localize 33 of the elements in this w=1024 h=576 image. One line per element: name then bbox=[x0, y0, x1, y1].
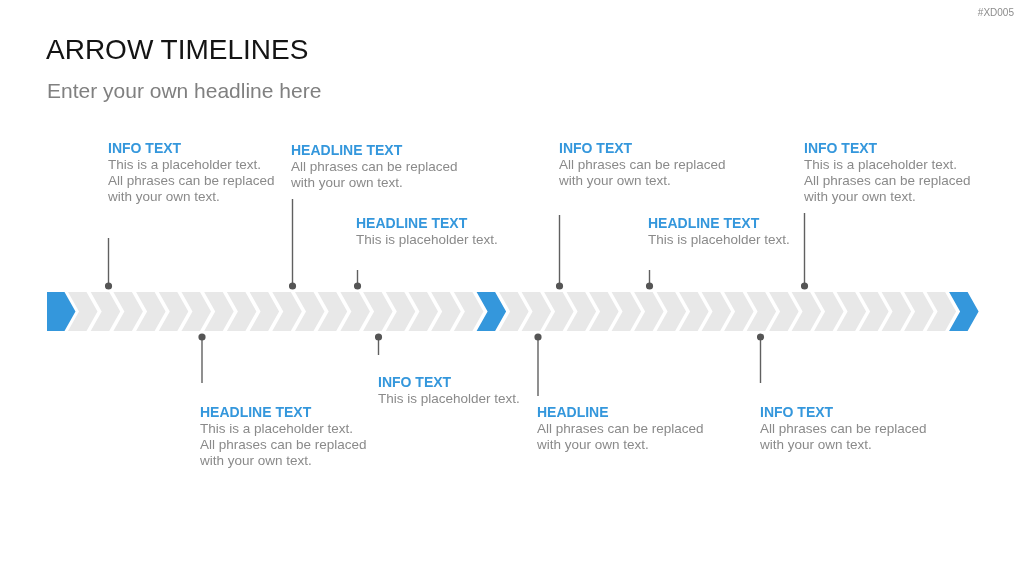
callout-heading: INFO TEXT bbox=[760, 404, 834, 420]
slide-subtitle: Enter your own headline here bbox=[47, 78, 322, 104]
leader-line bbox=[534, 333, 542, 397]
leader-line bbox=[555, 214, 564, 290]
callout-heading: HEADLINE TEXT bbox=[291, 142, 403, 158]
callout-heading: HEADLINE TEXT bbox=[200, 404, 312, 420]
callout-text: All phrases can be replaced with your own text. bbox=[291, 159, 459, 191]
leader-line bbox=[645, 269, 654, 290]
callout-text: This is placeholder text. bbox=[356, 232, 498, 248]
leader-line bbox=[104, 237, 113, 290]
callout-heading: HEADLINE TEXT bbox=[356, 215, 468, 231]
callout-heading: INFO TEXT bbox=[378, 374, 452, 390]
callout-text: This is placeholder text. bbox=[378, 391, 520, 407]
callout-heading: INFO TEXT bbox=[804, 140, 878, 156]
callout-text: All phrases can be replaced with your own text. bbox=[559, 157, 727, 189]
leader-line bbox=[288, 198, 297, 290]
leader-line bbox=[198, 333, 206, 384]
leader-line bbox=[353, 269, 362, 290]
callout-text: This is a placeholder text. All phrases can be replaced with your own text. bbox=[200, 421, 368, 469]
callout-text: All phrases can be replaced with your own text. bbox=[760, 421, 928, 453]
callout-heading: HEADLINE bbox=[537, 404, 609, 420]
callout-heading: HEADLINE TEXT bbox=[648, 215, 760, 231]
leader-line bbox=[374, 333, 383, 356]
callout-text: All phrases can be replaced with your own text. bbox=[537, 421, 705, 453]
callout-heading: INFO TEXT bbox=[559, 140, 633, 156]
callout-text: This is a placeholder text. All phrases can be replaced with your own text. bbox=[108, 157, 276, 205]
callout-text: This is placeholder text. bbox=[648, 232, 790, 248]
template-code: #XD005 bbox=[977, 6, 1014, 20]
leader-line bbox=[800, 212, 809, 290]
callout-text: This is a placeholder text. All phrases can be replaced with your own text. bbox=[804, 157, 972, 205]
slide-title: ARROW TIMELINES bbox=[46, 33, 309, 67]
callout-heading: INFO TEXT bbox=[108, 140, 182, 156]
leader-line bbox=[756, 333, 765, 384]
